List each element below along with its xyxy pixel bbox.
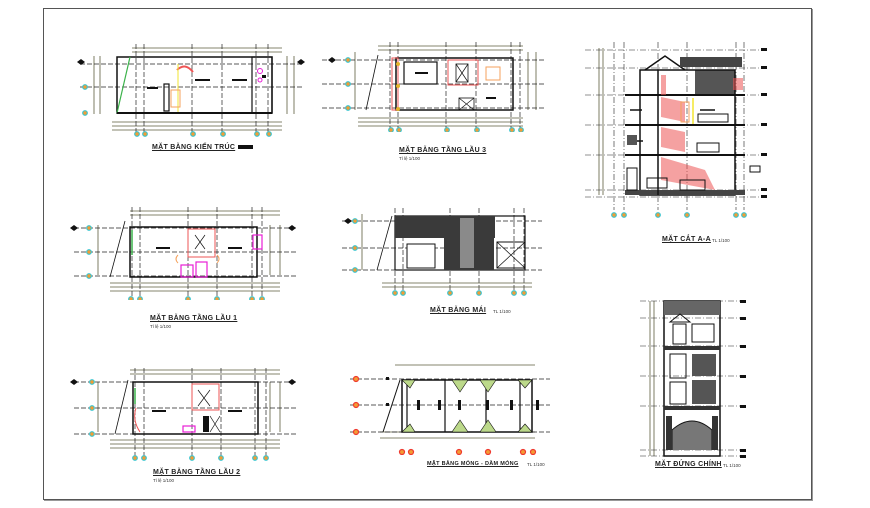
drawing-scale-foundation: TL 1/100 (527, 462, 545, 467)
title-block-mark (238, 145, 254, 150)
drawing-title-floor3: MẶT BẰNG TẦNG LẦU 3 (399, 147, 487, 154)
drawing-scale-floor3: Tỉ lệ 1/100 (399, 156, 421, 161)
drawing-title-section: MẶT CẮT A-A (662, 236, 711, 243)
drawing-scale-floor1: Tỉ lệ 1/100 (150, 324, 172, 329)
floor1-plan-drawing (70, 207, 298, 300)
foundation-plan-drawing (350, 364, 550, 455)
drawing-scale-section: TL 1/100 (712, 238, 730, 243)
roof-plan-drawing (342, 208, 542, 296)
drawing-title-elevation: MẶT ĐỨNG CHÍNH (655, 461, 722, 468)
drawing-title-floor1: MẶT BẰNG TẦNG LẦU 1 (150, 315, 238, 322)
foundation-plan (340, 360, 555, 455)
drawing-title-roof: MẶT BẰNG MÁI (430, 307, 487, 314)
front-elevation-drawing (640, 300, 746, 458)
floor3-plan-drawing (322, 42, 546, 132)
drawing-scale-elevation: TL 1/100 (723, 463, 741, 468)
floor3-plan (318, 40, 548, 132)
title-text: MẶT BẰNG KIẾN TRÚC (152, 144, 236, 151)
drawing-scale-floor2: Tỉ lệ 1/100 (153, 478, 175, 483)
ground-floor-plan-drawing (77, 44, 305, 137)
drawing-title-floor2: MẶT BẰNG TẦNG LẦU 2 (153, 469, 241, 476)
section-aa (585, 40, 780, 225)
ground-floor-plan (72, 42, 312, 137)
drawing-scale-roof: TL 1/100 (493, 309, 511, 314)
drawing-title-ground-plan: MẶT BẰNG KIẾN TRÚC (152, 144, 254, 151)
floor2-plan (70, 368, 310, 463)
front-elevation (640, 298, 770, 458)
roof-plan (332, 208, 547, 300)
drawing-title-foundation: MẶT BẰNG MÓNG - DẦM MÓNG (427, 461, 519, 467)
floor1-plan (70, 205, 310, 300)
section-aa-drawing (585, 42, 767, 218)
floor2-plan-drawing (70, 368, 298, 461)
